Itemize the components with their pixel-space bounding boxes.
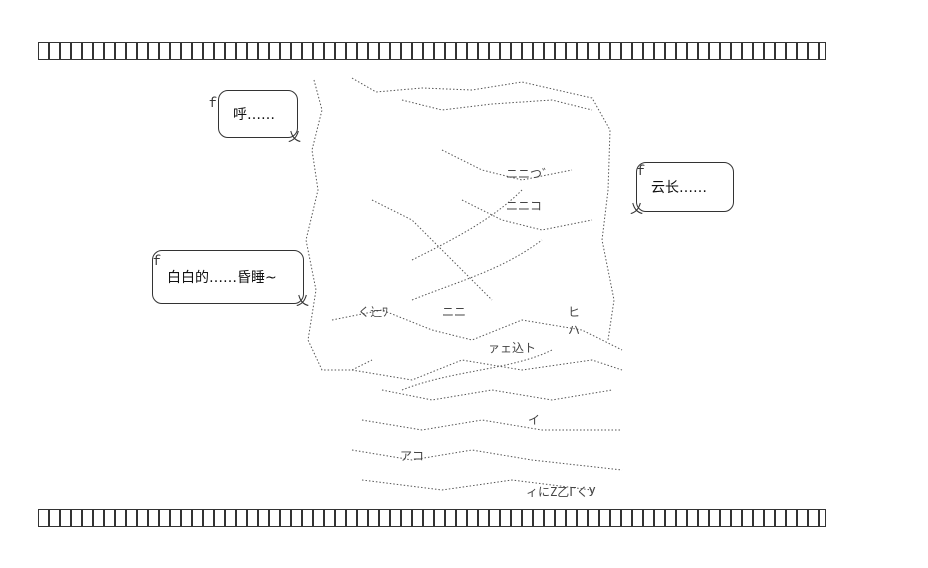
- art-kana-6: ヒ: [568, 305, 580, 319]
- bubble-yunchang-tail: 乂: [630, 202, 644, 217]
- bubble-sleepy-text: 白白的……昏睡~: [167, 270, 277, 286]
- bottom-border-strip: [38, 509, 826, 527]
- art-kana-2: ニニコ: [506, 199, 542, 213]
- bubble-yunchang-text: 云长……: [651, 180, 707, 196]
- art-kana-1: ニニつ゛: [506, 167, 554, 181]
- ascii-art-drawing: ニニつ゛ ニニコ ァェ込ト アコ ィにZ乙ГくУ ヒ ハ く辷ﾜ ニニ イ: [305, 77, 623, 499]
- art-kana-3: ァェ込ト: [488, 341, 536, 355]
- speech-bubble-yunchang: 云长……: [636, 162, 734, 212]
- bubble-sleepy-tail-mark: ｆ: [150, 254, 164, 269]
- art-kana-4: アコ: [400, 449, 424, 463]
- art-kana-9: ニニ: [442, 305, 466, 319]
- bubble-yunchang-tail-mark: ｆ: [634, 164, 648, 179]
- art-kana-8: く辷ﾜ: [358, 305, 388, 319]
- speech-bubble-sleepy: 白白的……昏睡~: [152, 250, 304, 304]
- ascii-art-figure: ニニつ゛ ニニコ ァェ込ト アコ ィにZ乙ГくУ ヒ ハ く辷ﾜ ニニ イ: [292, 70, 642, 506]
- bubble-sleepy-tail: 乂: [296, 294, 310, 309]
- art-kana-5: ィにZ乙ГくУ: [526, 485, 596, 499]
- bubble-sigh-tail: 乂: [288, 130, 302, 145]
- bubble-sigh-tail-mark: ｆ: [206, 96, 220, 111]
- speech-bubble-sigh: 呼……: [218, 90, 298, 138]
- bubble-sigh-text: 呼……: [233, 107, 275, 123]
- top-border-strip: [38, 42, 826, 60]
- art-kana-7: ハ: [568, 323, 580, 337]
- art-kana-10: イ: [528, 413, 540, 427]
